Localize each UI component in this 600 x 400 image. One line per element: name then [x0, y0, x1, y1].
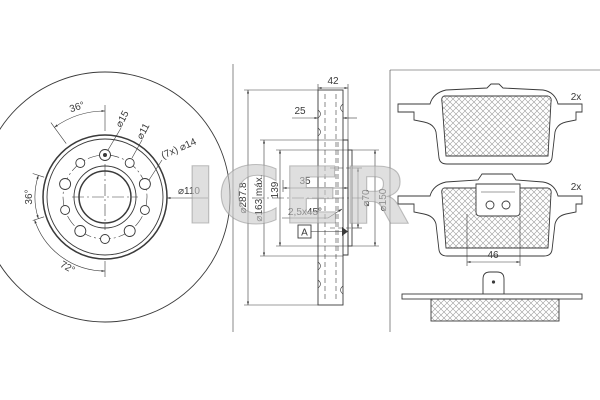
- hub-diameter-label: ⌀110: [178, 186, 200, 197]
- extension-line: [50, 122, 67, 144]
- bolt-hole: [100, 234, 110, 244]
- clip-rivet: [501, 200, 511, 210]
- clip-rivet: [485, 200, 495, 210]
- pad-side-friction-material: [430, 298, 560, 322]
- leader-line: [107, 127, 122, 151]
- bolt-hole: [123, 225, 136, 237]
- chamfer-leader: [282, 208, 343, 219]
- bolt-hole-center-mark: [103, 153, 107, 157]
- pad-spring-clip: [475, 183, 521, 217]
- datum-triangle: [342, 227, 348, 236]
- angle-dimension-arc-top: [54, 109, 106, 128]
- clip-side-dot: [491, 280, 496, 284]
- datum-label: A: [301, 228, 308, 239]
- hub-ring-inner: [46, 138, 164, 256]
- clip-width-label: 46: [487, 250, 499, 261]
- disc-outer-edge: [0, 71, 231, 323]
- bolt-hole: [60, 205, 71, 215]
- outer-diameter-label: ⌀287.8: [238, 182, 249, 213]
- thickness-label: 25: [294, 106, 306, 117]
- flange-diameter-label: ⌀150: [378, 188, 389, 211]
- extension-line: [32, 173, 45, 178]
- brake-pads-view: 2x 2x 46: [389, 69, 600, 332]
- upper-pad-friction-material: [441, 95, 552, 157]
- bore-diameter-label: ⌀70: [361, 189, 372, 207]
- pad-side-backing-plate: [401, 293, 583, 300]
- angle-label-top: 36°: [68, 100, 86, 115]
- pcd-label: 139: [270, 181, 281, 198]
- extension-line: [32, 216, 45, 221]
- disc-side-view: ⌀287.8 ⌀163 máx. 139 42 25 35 2,5x45° A: [238, 76, 389, 306]
- bolt-hole: [75, 158, 86, 168]
- lower-pad-friction-material: [441, 187, 552, 249]
- angle-label-bottom: 72°: [58, 259, 77, 276]
- braking-band: [317, 89, 344, 306]
- bolt-hole: [138, 178, 151, 190]
- total-width-label: 42: [327, 76, 339, 87]
- leader-line: [148, 159, 163, 181]
- lower-pad-quantity: 2x: [571, 182, 582, 193]
- clip-side-detail: [482, 271, 505, 294]
- icer-watermark: ICER: [184, 152, 410, 242]
- angle-dimension-arc-left: [34, 175, 39, 219]
- bolt-hole: [124, 158, 135, 168]
- leader-line: [131, 139, 143, 159]
- upper-pad-quantity: 2x: [571, 92, 582, 103]
- vent-notch: [317, 103, 344, 295]
- angle-label-left: 36°: [24, 189, 35, 204]
- depth-label: 35: [299, 176, 311, 187]
- hat-diameter-label: ⌀163 máx.: [254, 174, 265, 221]
- hole-diameter-15-label: ⌀15: [114, 109, 132, 130]
- bolt-hole: [139, 205, 150, 215]
- hole-diameter-11-label: ⌀11: [135, 121, 153, 141]
- bolt-hole: [59, 178, 72, 190]
- bolt-holes: [59, 149, 151, 244]
- chamfer-label: 2,5x45°: [288, 207, 322, 218]
- bolt-hole: [74, 225, 87, 237]
- angle-dimension-arc-bottom: [34, 219, 106, 273]
